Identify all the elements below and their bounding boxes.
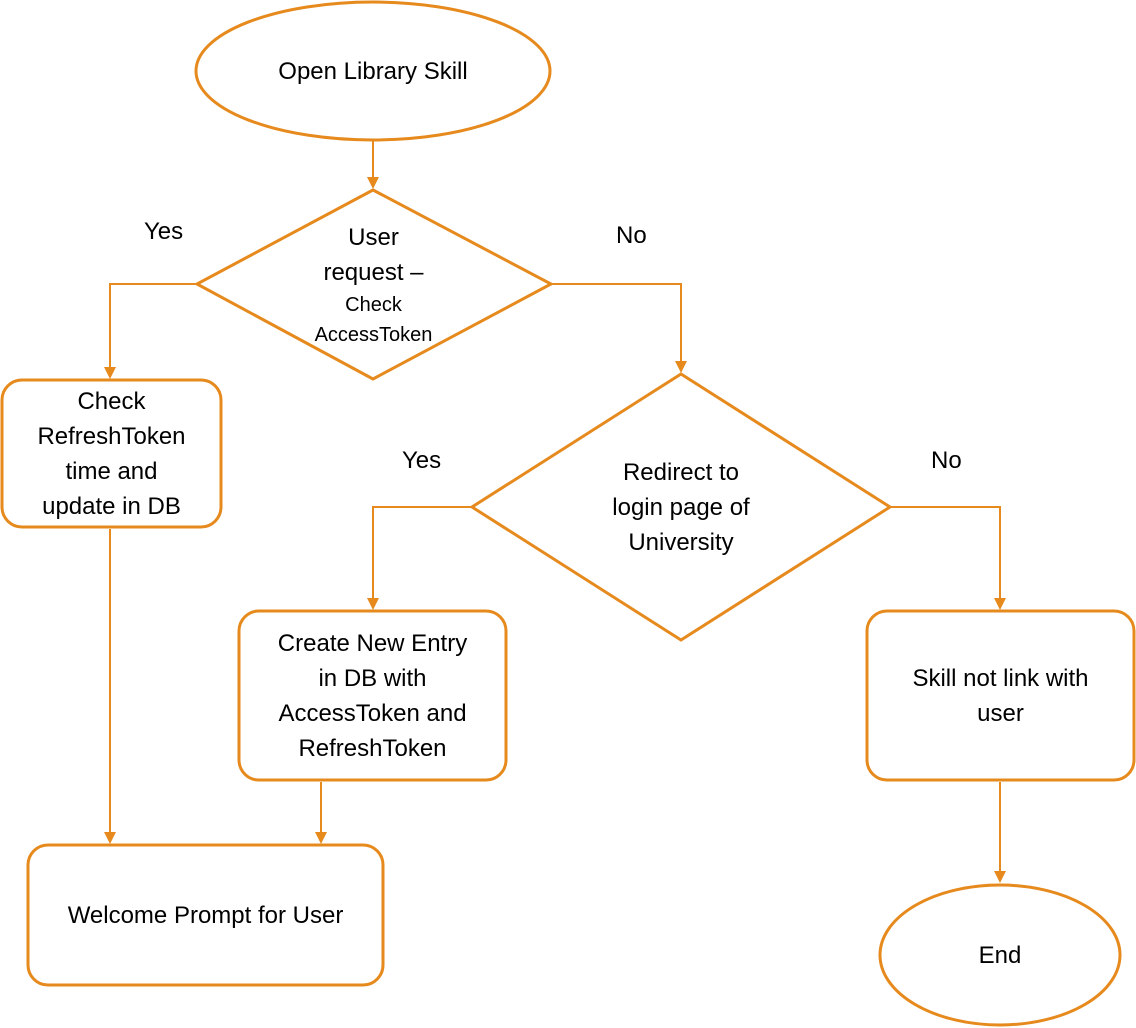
arrowhead	[994, 598, 1006, 610]
skill-not-linked-label: Skill not link with user	[912, 664, 1089, 727]
branch-redirect-yes: Yes	[402, 447, 442, 474]
redirect-label: Redirect to login page of University	[612, 459, 750, 556]
arrowhead	[367, 598, 379, 610]
connector-redirect-no-to-notlinked	[890, 506, 1001, 599]
connector-check-no-to-redirect	[551, 283, 682, 362]
process-welcome-prompt	[26, 843, 385, 987]
connector-redirect-yes-to-create	[372, 506, 472, 599]
arrowhead	[367, 177, 379, 189]
decision-redirect-login	[469, 372, 893, 642]
end-terminal	[878, 883, 1122, 1027]
start-terminal	[194, 0, 552, 142]
welcome-prompt-label: Welcome Prompt for User	[67, 901, 344, 929]
decision-access-line-3: Check	[345, 294, 402, 316]
branch-redirect-no: No	[931, 447, 962, 474]
arrowhead	[994, 871, 1006, 883]
refresh-token-label: Check RefreshToken time and update in DB	[37, 387, 186, 520]
arrowhead	[104, 367, 116, 379]
decision-access-line-2: request –	[323, 259, 424, 286]
process-refresh-token	[0, 378, 223, 529]
arrowhead	[315, 832, 327, 844]
arrowhead	[675, 361, 687, 373]
branch-access-no: No	[616, 222, 647, 249]
decision-access-line-4: AccessToken	[314, 324, 433, 346]
decision-access-line-1: User	[348, 224, 399, 251]
end-label: End	[978, 941, 1022, 969]
branch-access-yes: Yes	[144, 218, 184, 245]
arrowhead	[104, 832, 116, 844]
decision-access-label: User request – Check AccessToken	[257, 220, 490, 350]
connector-check-yes-to-refresh	[109, 283, 197, 368]
create-entry-label: Create New Entry in DB with AccessToken …	[277, 629, 468, 762]
decision-access-token	[193, 188, 555, 381]
start-label: Open Library Skill	[278, 57, 468, 85]
process-create-entry	[237, 609, 508, 782]
process-skill-not-linked	[865, 609, 1136, 782]
